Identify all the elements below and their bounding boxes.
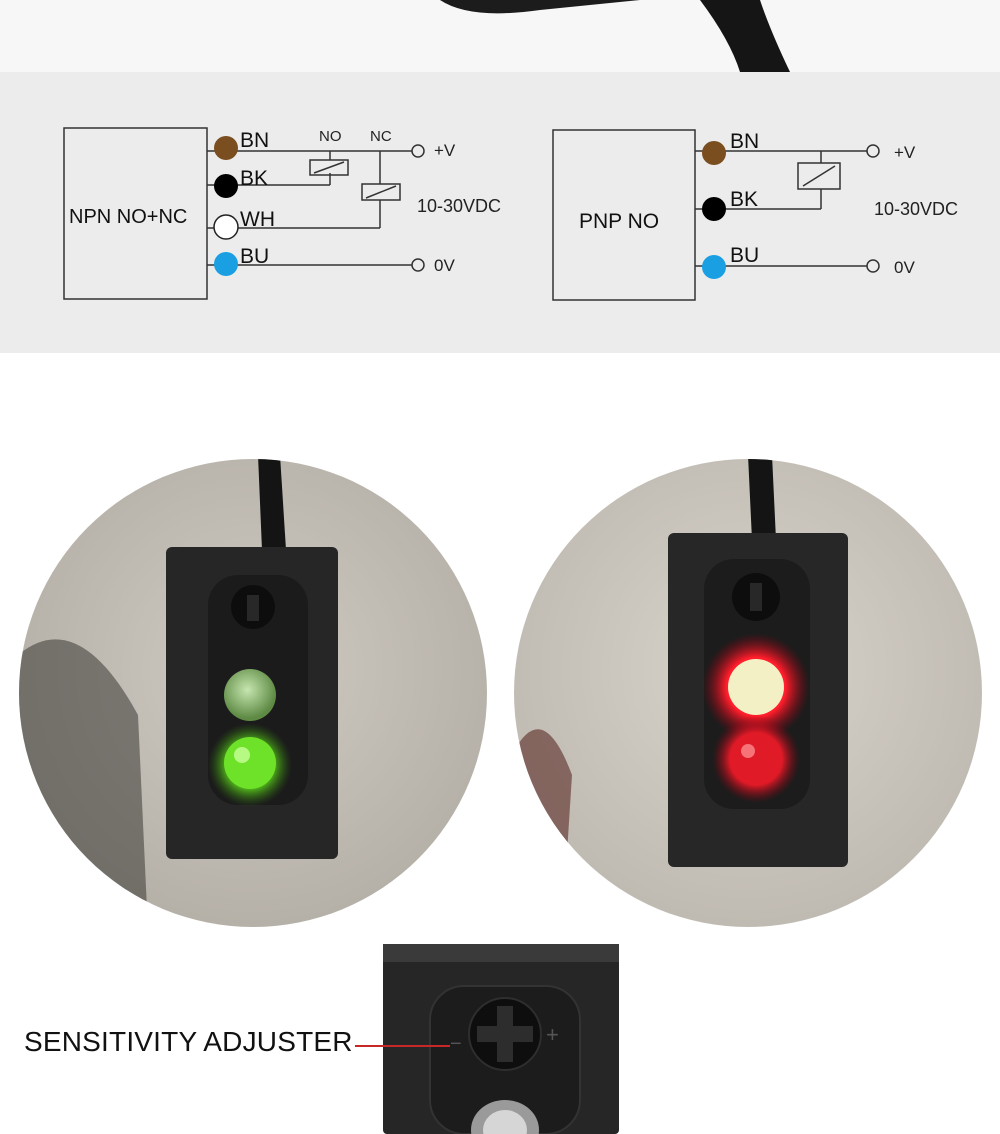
npn-no-label: NO: [319, 128, 342, 145]
pnp-zero-v-label: 0V: [894, 258, 915, 277]
pnp-bn-label: BN: [730, 130, 759, 153]
pnp-bu-label: BU: [730, 244, 759, 267]
npn-white-wire-dot: [213, 214, 239, 240]
npn-zero-v-label: 0V: [434, 256, 455, 275]
wiring-diagram-panel: [0, 72, 1000, 353]
pnp-title: PNP NO: [579, 210, 659, 233]
npn-title: NPN NO+NC: [69, 206, 187, 228]
npn-plus-v-label: +V: [434, 141, 456, 160]
green-led-lit-icon: [224, 737, 276, 789]
pnp-brown-wire-dot: [702, 141, 726, 165]
sensitivity-adjuster-photo: − +: [355, 944, 619, 1134]
npn-zero-v-terminal: [411, 258, 425, 272]
npn-brown-wire-dot: [214, 136, 238, 160]
npn-no-relay: [309, 159, 349, 176]
npn-black-wire-dot: [214, 174, 238, 198]
npn-bu-label: BU: [240, 245, 269, 268]
pnp-sensor-box: [552, 129, 696, 301]
green-led-pale-icon: [224, 669, 276, 721]
pnp-black-wire-dot: [702, 197, 726, 221]
sensitivity-adjuster-label: SENSITIVITY ADJUSTER: [24, 1026, 353, 1057]
npn-nc-relay: [361, 183, 401, 201]
pnp-zero-v-terminal: [866, 259, 880, 273]
top-cable-photo: [0, 0, 1000, 72]
npn-sensor-box: [63, 127, 208, 300]
pnp-voltage-label: 10-30VDC: [874, 199, 958, 219]
pnp-plus-v-terminal: [866, 144, 880, 158]
wiring-diagram: NPN NO+NC BN BK WH BU NO NC +V 0V 10-30V…: [63, 127, 958, 301]
minus-sign-icon: −: [450, 1033, 462, 1055]
npn-wh-label: WH: [240, 208, 275, 231]
npn-blue-wire-dot: [214, 252, 238, 276]
npn-voltage-label: 10-30VDC: [417, 196, 501, 216]
red-led-lit-icon: [730, 733, 782, 785]
red-led-photo: [514, 459, 982, 927]
green-led-photo: [19, 459, 487, 927]
npn-nc-label: NC: [370, 128, 392, 145]
pnp-blue-wire-dot: [702, 255, 726, 279]
pnp-plus-v-label: +V: [894, 143, 916, 162]
npn-bn-label: BN: [240, 129, 269, 152]
red-led-bright-icon: [728, 659, 784, 715]
plus-sign-icon: +: [546, 1022, 559, 1047]
pnp-no-relay: [797, 162, 841, 190]
npn-bk-label: BK: [240, 167, 268, 190]
pnp-bk-label: BK: [730, 188, 758, 211]
npn-plus-v-terminal: [411, 144, 425, 158]
